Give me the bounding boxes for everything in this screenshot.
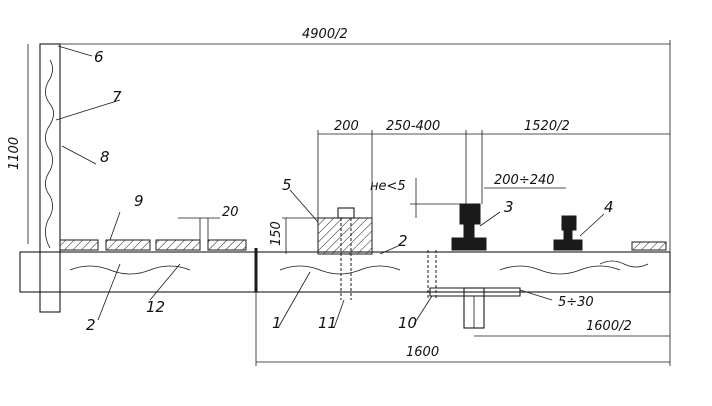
callout-8: 8 — [100, 148, 110, 166]
callout-1: 1 — [272, 314, 282, 332]
callout-10: 10 — [398, 314, 417, 332]
dim-overall: 4900/2 — [52, 27, 671, 366]
dim-gauge-label: 1520/2 — [524, 119, 570, 134]
dim-joint-label: 20 — [222, 205, 239, 220]
callout-leaders — [55, 45, 605, 329]
callout-6: 6 — [94, 48, 104, 66]
callout-11: 11 — [318, 314, 337, 332]
dim-height: 1100 — [7, 44, 29, 244]
dim-block-height: 150 — [269, 217, 318, 254]
dim-half-length-label: 1600/2 — [586, 319, 632, 334]
dim-tie-spacing-label: 200÷240 — [494, 173, 555, 188]
callout-9: 9 — [134, 192, 144, 210]
dim-gap-small-label: 5÷30 — [558, 295, 594, 310]
callout-2b: 2 — [398, 232, 408, 250]
dim-height-label: 1100 — [7, 137, 22, 170]
dim-length: 1600 — [255, 292, 670, 366]
callout-labels: 6 7 8 9 2 12 5 2 3 4 1 11 10 — [86, 48, 614, 334]
dim-length-label: 1600 — [406, 345, 439, 360]
anchor-10 — [429, 287, 521, 329]
dim-block-label: 200 — [334, 119, 359, 134]
callout-7: 7 — [112, 88, 122, 106]
dim-not-less: не<5 — [370, 178, 460, 218]
dim-gap-label: 250-400 — [386, 119, 440, 134]
callout-5: 5 — [282, 176, 292, 194]
dim-gap-small: 5÷30 — [519, 289, 594, 310]
callout-2a: 2 — [86, 316, 96, 334]
dim-tie-spacing: 200÷240 — [484, 173, 566, 189]
dim-not-less-label: не<5 — [370, 179, 406, 194]
callout-3: 3 — [504, 198, 514, 216]
dim-row-upper: 200 250-400 1520/2 — [317, 119, 670, 218]
block-5 — [317, 207, 373, 300]
dim-overall-label: 4900/2 — [302, 27, 348, 42]
dim-joint: 20 — [178, 205, 239, 240]
hatched-pads — [59, 239, 667, 251]
dim-half-length: 1600/2 — [474, 319, 670, 337]
rail-4 — [553, 215, 583, 251]
rail-3 — [427, 203, 487, 300]
dim-block-height-label: 150 — [269, 221, 284, 246]
callout-4: 4 — [604, 198, 614, 216]
wall-column — [39, 43, 61, 313]
callout-12: 12 — [146, 298, 165, 316]
